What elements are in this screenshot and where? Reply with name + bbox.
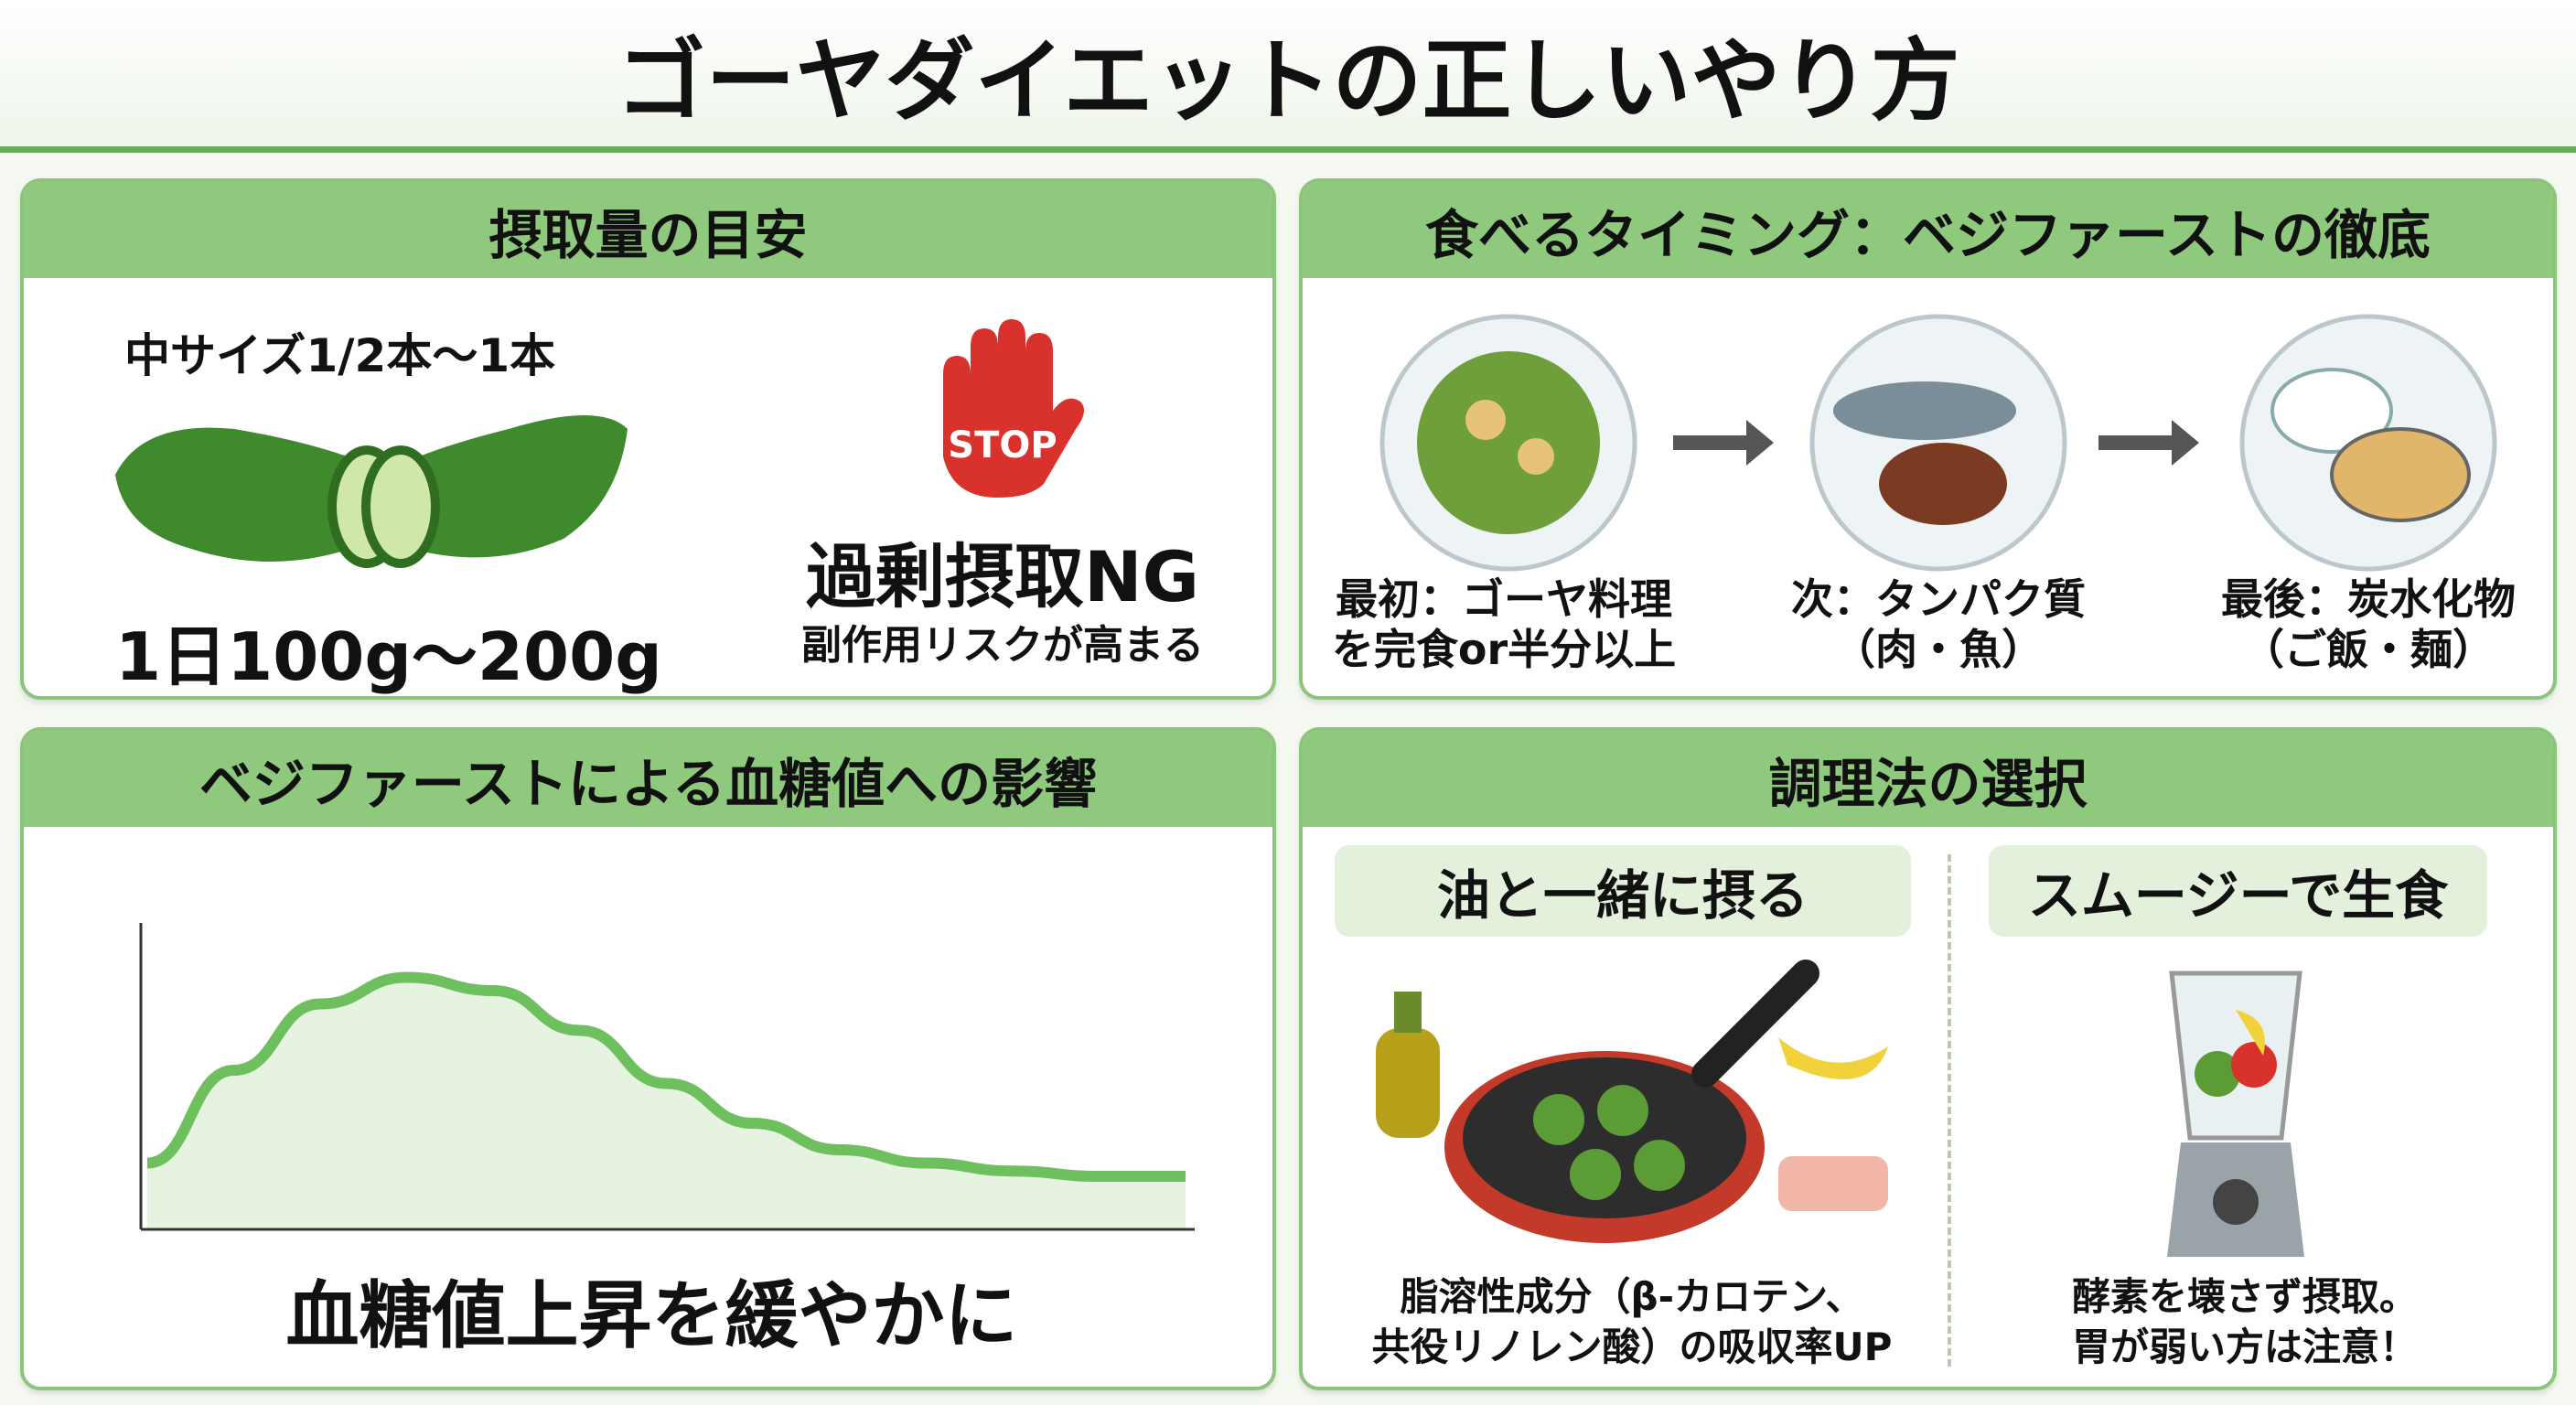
overdose-ng: 過剰摂取NG (806, 536, 1199, 617)
glucose-chart (139, 923, 1195, 1231)
arrow-icon (2098, 420, 2199, 466)
step-1-line2: を完食or半分以上 (1331, 625, 1677, 674)
glucose-caption: 血糖値上昇を緩やかに (285, 1273, 1018, 1358)
amount-label: 1日100g〜200g (115, 618, 662, 695)
overdose-note: 副作用リスクが高まる (801, 622, 1204, 669)
blender-icon (2167, 971, 2304, 1257)
cooking-header: 調理法の選択 (1303, 731, 2553, 827)
smoothie-method-title: スムージーで生食 (1989, 845, 2487, 937)
stop-hand-icon (943, 319, 1084, 498)
intake-panel: 摂取量の目安 中サイズ1/2本〜1本 1日100g〜200g STOP 過剰摂取… (20, 178, 1276, 700)
intake-header: 摂取量の目安 (24, 182, 1272, 278)
step-2-line2: （肉・魚） (1833, 625, 2044, 674)
oil-method-title: 油と一緒に摂る (1335, 845, 1911, 937)
plate-rice-noodle-icon (2239, 314, 2497, 572)
timing-header: 食べるタイミング：ベジファーストの徹底 (1303, 182, 2553, 278)
timing-panel: 食べるタイミング：ベジファーストの徹底 最初：ゴーヤ料理 を完食or半分以上 次… (1299, 178, 2557, 700)
step-2-line1: 次：タンパク質 (1791, 574, 2086, 624)
glucose-panel: ベジファーストによる血糖値への影響 血糖値上昇を緩やかに (20, 727, 1276, 1390)
step-1-line1: 最初：ゴーヤ料理 (1336, 574, 1672, 624)
oil-note-line2: 共役リノレン酸）の吸収率UP (1371, 1325, 1893, 1369)
smoothie-note-line1: 酵素を壊さず摂取。 (2071, 1274, 2418, 1319)
smoothie-note-line2: 胃が弱い方は注意！ (2071, 1325, 2418, 1369)
cooking-panel: 調理法の選択 油と一緒に摂る スムージーで生食 脂溶性成分（β-カロテン、 共役… (1299, 727, 2557, 1390)
curve-line (146, 971, 1186, 1182)
size-label: 中サイズ1/2本〜1本 (124, 329, 556, 382)
plate-fish-meat-icon (1809, 314, 2067, 572)
divider (1948, 854, 1951, 1367)
oil-note-line1: 脂溶性成分（β-カロテン、 (1400, 1274, 1864, 1319)
stop-text: STOP (948, 424, 1057, 467)
arrow-icon (1673, 420, 1774, 466)
glucose-header: ベジファーストによる血糖値への影響 (24, 731, 1272, 827)
plate-goya-icon (1379, 314, 1637, 572)
page-title: ゴーヤダイエットの正しいやり方 (0, 0, 2576, 146)
frying-pan-icon (1376, 960, 1888, 1243)
step-3-line2: （ご飯・麺） (2242, 625, 2495, 674)
bitter-melon-icon (115, 415, 628, 568)
divider (0, 146, 2576, 153)
curve-area (147, 977, 1186, 1229)
step-3-line1: 最後：炭水化物 (2221, 574, 2516, 624)
